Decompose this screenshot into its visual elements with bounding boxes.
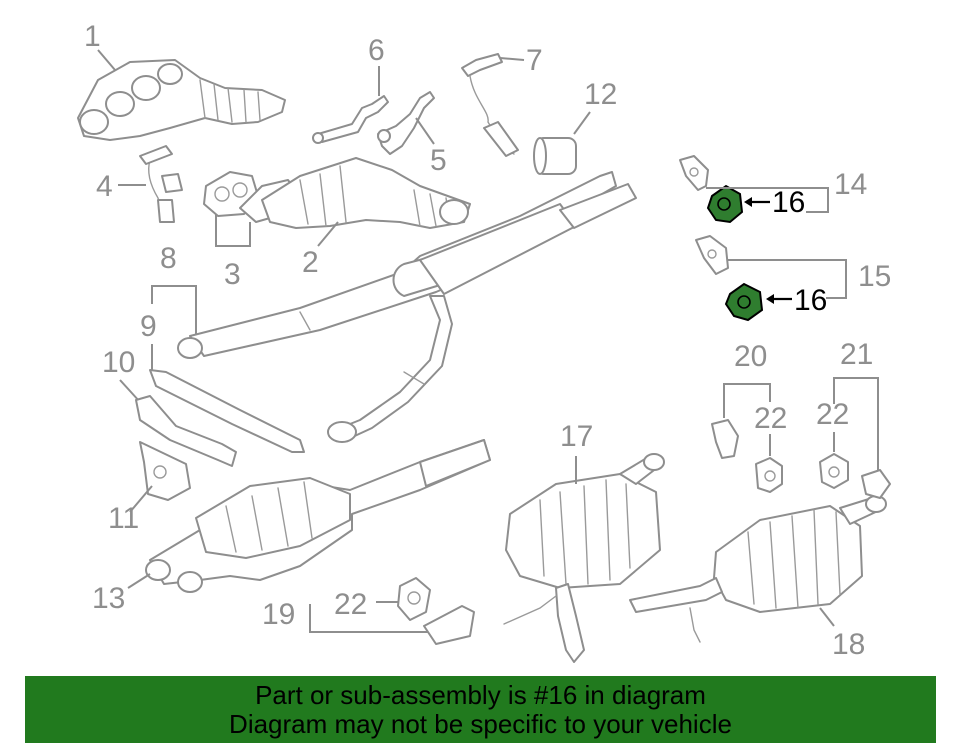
- callout-16-lower: 16: [794, 284, 827, 317]
- part-11-mount: [139, 441, 191, 501]
- callout-1: 1: [84, 20, 101, 53]
- part-22-hanger-bottom: [397, 577, 431, 621]
- callout-21: 21: [840, 338, 873, 371]
- part-16-rubber-hanger-highlighted-lower: [724, 282, 764, 322]
- part-14-hanger-bracket: [679, 155, 709, 191]
- part-12-mount: [533, 137, 577, 175]
- leader-10: [119, 379, 141, 403]
- callout-8: 8: [160, 242, 177, 275]
- part-16-rubber-hanger-highlighted-upper: [706, 184, 744, 224]
- leader-19: [309, 604, 432, 633]
- callout-22-right: 22: [816, 398, 849, 431]
- leader-18: [819, 607, 835, 627]
- part-17-rear-muffler-left: [503, 453, 665, 663]
- banner-line-1: Part or sub-assembly is #16 in diagram: [255, 679, 706, 710]
- part-22-hanger-right: [819, 453, 849, 489]
- part-9-bracket: [149, 369, 305, 453]
- callout-19: 19: [262, 598, 295, 631]
- part-19-bracket: [423, 605, 475, 645]
- leader-7: [499, 57, 525, 61]
- callout-16-upper: 16: [772, 186, 805, 219]
- leader-12: [573, 111, 591, 135]
- callout-13: 13: [92, 582, 125, 615]
- leader-21: [833, 377, 879, 472]
- leader-15: [728, 259, 847, 299]
- callout-2: 2: [302, 246, 319, 279]
- callout-22-bottom: 22: [334, 588, 367, 621]
- callout-12: 12: [584, 78, 617, 111]
- callout-15: 15: [858, 260, 891, 293]
- part-13-catalytic-converters: [145, 439, 491, 593]
- leader-13: [127, 573, 151, 589]
- callout-20: 20: [734, 340, 767, 373]
- callout-22-left: 22: [754, 402, 787, 435]
- callout-10: 10: [102, 346, 135, 379]
- part-6-sensor: [312, 95, 389, 144]
- leader-20: [723, 383, 771, 418]
- part-10-bracket: [135, 395, 237, 467]
- part-15-hanger-bracket: [695, 235, 729, 275]
- part-5-sensor: [377, 91, 435, 155]
- part-2-manifold-catalyst: [261, 157, 471, 229]
- part-21-bracket: [861, 469, 891, 499]
- part-20-bracket: [711, 419, 739, 459]
- part-18-rear-muffler-right: [629, 495, 887, 643]
- callout-9: 9: [140, 310, 157, 343]
- leader-8: [151, 285, 197, 334]
- part-4-sensor: [139, 145, 183, 223]
- arrow-16-upper: [744, 197, 752, 207]
- callout-4: 4: [96, 170, 113, 203]
- part-22-hanger-left: [755, 457, 783, 493]
- part-7-sensor: [461, 53, 519, 157]
- callout-14: 14: [834, 168, 867, 201]
- callout-5: 5: [430, 144, 447, 177]
- leader-3: [215, 214, 251, 247]
- leader-14: [706, 187, 829, 213]
- leader-5: [415, 117, 435, 145]
- arrow-16-lower: [766, 294, 774, 304]
- leader-2: [317, 221, 339, 247]
- callout-7: 7: [526, 44, 543, 77]
- callout-18: 18: [832, 628, 865, 661]
- callout-3: 3: [224, 258, 241, 291]
- callout-6: 6: [368, 34, 385, 67]
- callout-17: 17: [560, 420, 593, 453]
- banner-line-2: Diagram may not be specific to your vehi…: [229, 708, 732, 739]
- leader-11: [129, 485, 153, 513]
- front-pipe-center-muffler: [177, 171, 637, 443]
- notice-banner: Part or sub-assembly is #16 in diagram D…: [25, 676, 936, 743]
- part-1-exhaust-manifold: [77, 59, 286, 141]
- leader-1: [97, 49, 116, 71]
